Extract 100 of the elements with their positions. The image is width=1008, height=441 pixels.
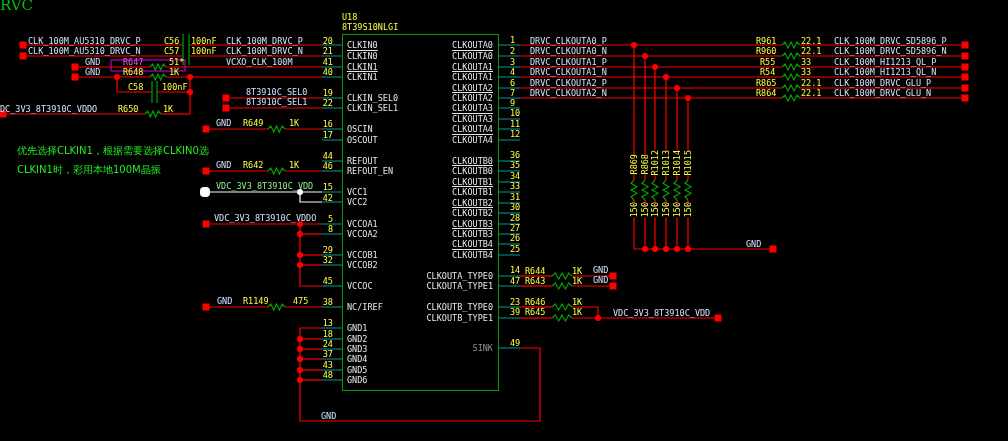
pin-name: CLKOUTB2	[452, 198, 493, 208]
pin-number: 7	[510, 88, 516, 98]
net-label: GND	[593, 265, 609, 275]
part-label: 100nF	[191, 36, 217, 46]
pin-number: 12	[510, 129, 521, 139]
pin-number: 46	[322, 161, 333, 171]
net-label: DRVC_CLKOUTA1_N	[530, 67, 607, 77]
pin-name: CLKOUTA0	[452, 51, 493, 61]
part-label: R54	[760, 67, 776, 77]
pin-number: 43	[322, 360, 333, 370]
pin-number: 16	[322, 119, 333, 129]
net-label: VDC_3V3_8T3910C_VDDO	[214, 213, 317, 223]
part-label: 100nF	[162, 82, 188, 92]
part-label: 22.1	[801, 36, 822, 46]
part-label: R644	[525, 266, 546, 276]
pin-number: 48	[322, 370, 333, 380]
pin-name: CLKOUTA2	[452, 83, 493, 93]
pin-number: 2	[510, 46, 516, 56]
net-label: DRVC_CLKOUTA0_P	[530, 36, 607, 46]
pin-number: 37	[322, 349, 333, 359]
pin-number: 18	[322, 329, 333, 339]
pin-name: CLKOUTB0	[452, 156, 493, 166]
part-label: R648	[123, 67, 144, 77]
pin-number: 34	[510, 171, 521, 181]
part-label: 100nF	[191, 46, 217, 56]
part-label: 1K	[572, 297, 583, 307]
part-label: R649	[243, 118, 264, 128]
part-label: 150	[672, 202, 682, 218]
part-label: R869	[629, 154, 639, 175]
part-label: 1K	[572, 276, 583, 286]
net-label: VDC_3V3_8T3910C_VDD	[216, 181, 314, 191]
pin-name: CLKIN_SEL0	[347, 93, 399, 103]
pin-name: CLKOUTA1	[452, 72, 493, 82]
pin-name: OSCOUT	[347, 135, 378, 145]
pin-number: 15	[322, 182, 333, 192]
pin-name: GND3	[347, 344, 368, 354]
net-label: DRVC_CLKOUTA2_N	[530, 88, 607, 98]
pin-number: 49	[510, 338, 521, 348]
pin-name: CLKOUTA_TYPE0	[426, 271, 493, 281]
pin-number: 10	[510, 108, 521, 118]
part-label: 150	[629, 202, 639, 218]
net-label: VCXO_CLK_100M	[226, 57, 293, 67]
net-label: GND	[593, 275, 609, 285]
part-label: R1013	[661, 150, 671, 176]
pin-name: VCCOA2	[347, 229, 378, 239]
part-label: 1K	[169, 67, 180, 77]
part-label: 1K	[572, 307, 583, 317]
part-label: R55	[760, 57, 776, 67]
net-label: GND	[217, 296, 233, 306]
part-label: 150	[650, 202, 660, 218]
net-label: VDC_3V3_8T3910C_VDD	[613, 308, 711, 318]
pin-name: CLKOUTA0	[452, 40, 493, 50]
pin-name: CLKOUTB2	[452, 208, 493, 218]
part-label: R1015	[683, 150, 693, 176]
part-label: C57	[164, 46, 180, 56]
pin-number: 5	[327, 214, 333, 224]
pin-number: 41	[322, 57, 333, 67]
pin-name: CLKOUTA4	[452, 124, 493, 134]
part-label: R868	[640, 154, 650, 175]
part-label: 33	[801, 57, 812, 67]
part-label: 33	[801, 67, 812, 77]
net-label: 8T3910C_SEL0	[246, 87, 308, 97]
pin-number: 28	[510, 213, 521, 223]
net-label: CLK_100M_DRVC_P	[226, 36, 303, 46]
net-label: GND	[216, 118, 232, 128]
net-label: DRVC_CLKOUTA1_P	[530, 57, 607, 67]
part-label: 1K	[289, 160, 300, 170]
net-label: DC_3V3_8T3910C_VDDO	[0, 104, 98, 114]
net-label: GND	[746, 239, 762, 249]
part-label: 1K	[163, 104, 174, 114]
pin-number: 38	[322, 297, 333, 307]
pin-name: GND2	[347, 334, 368, 344]
pin-name: CLKOUTA2	[452, 93, 493, 103]
pin-number: 32	[322, 255, 333, 265]
part-label: R646	[525, 297, 546, 307]
pin-number: 29	[322, 245, 333, 255]
part-label: R961	[756, 36, 777, 46]
part-label: R1149	[243, 296, 269, 306]
part-label: R865	[756, 78, 777, 88]
pin-number: 40	[322, 67, 333, 77]
pin-number: 25	[510, 244, 521, 254]
part-label: C56	[164, 36, 180, 46]
net-label: GND	[216, 160, 232, 170]
part-label: 150	[661, 202, 671, 218]
part-label: R1012	[650, 150, 660, 176]
part-label: R650	[118, 104, 139, 114]
net-label: CLK_100M_AU5310_DRVC_P	[28, 36, 141, 46]
net-label: GND	[85, 57, 101, 67]
pin-number: 23	[510, 297, 521, 307]
net-label: CLK_100M_HI1213_QL_N	[834, 67, 937, 77]
pin-name: CLKIN0	[347, 51, 378, 61]
pin-number: 42	[322, 193, 333, 203]
pin-number: 39	[510, 307, 521, 317]
pin-number: 45	[322, 276, 333, 286]
pin-number: 13	[322, 318, 333, 328]
pin-number: 9	[510, 98, 516, 108]
pin-name: CLKOUTB1	[452, 177, 493, 187]
pin-name: CLKOUTB3	[452, 219, 493, 229]
net-label: CLK_100M_DRVC_GLU_N	[834, 88, 932, 98]
pin-name: CLKOUTA4	[452, 135, 493, 145]
